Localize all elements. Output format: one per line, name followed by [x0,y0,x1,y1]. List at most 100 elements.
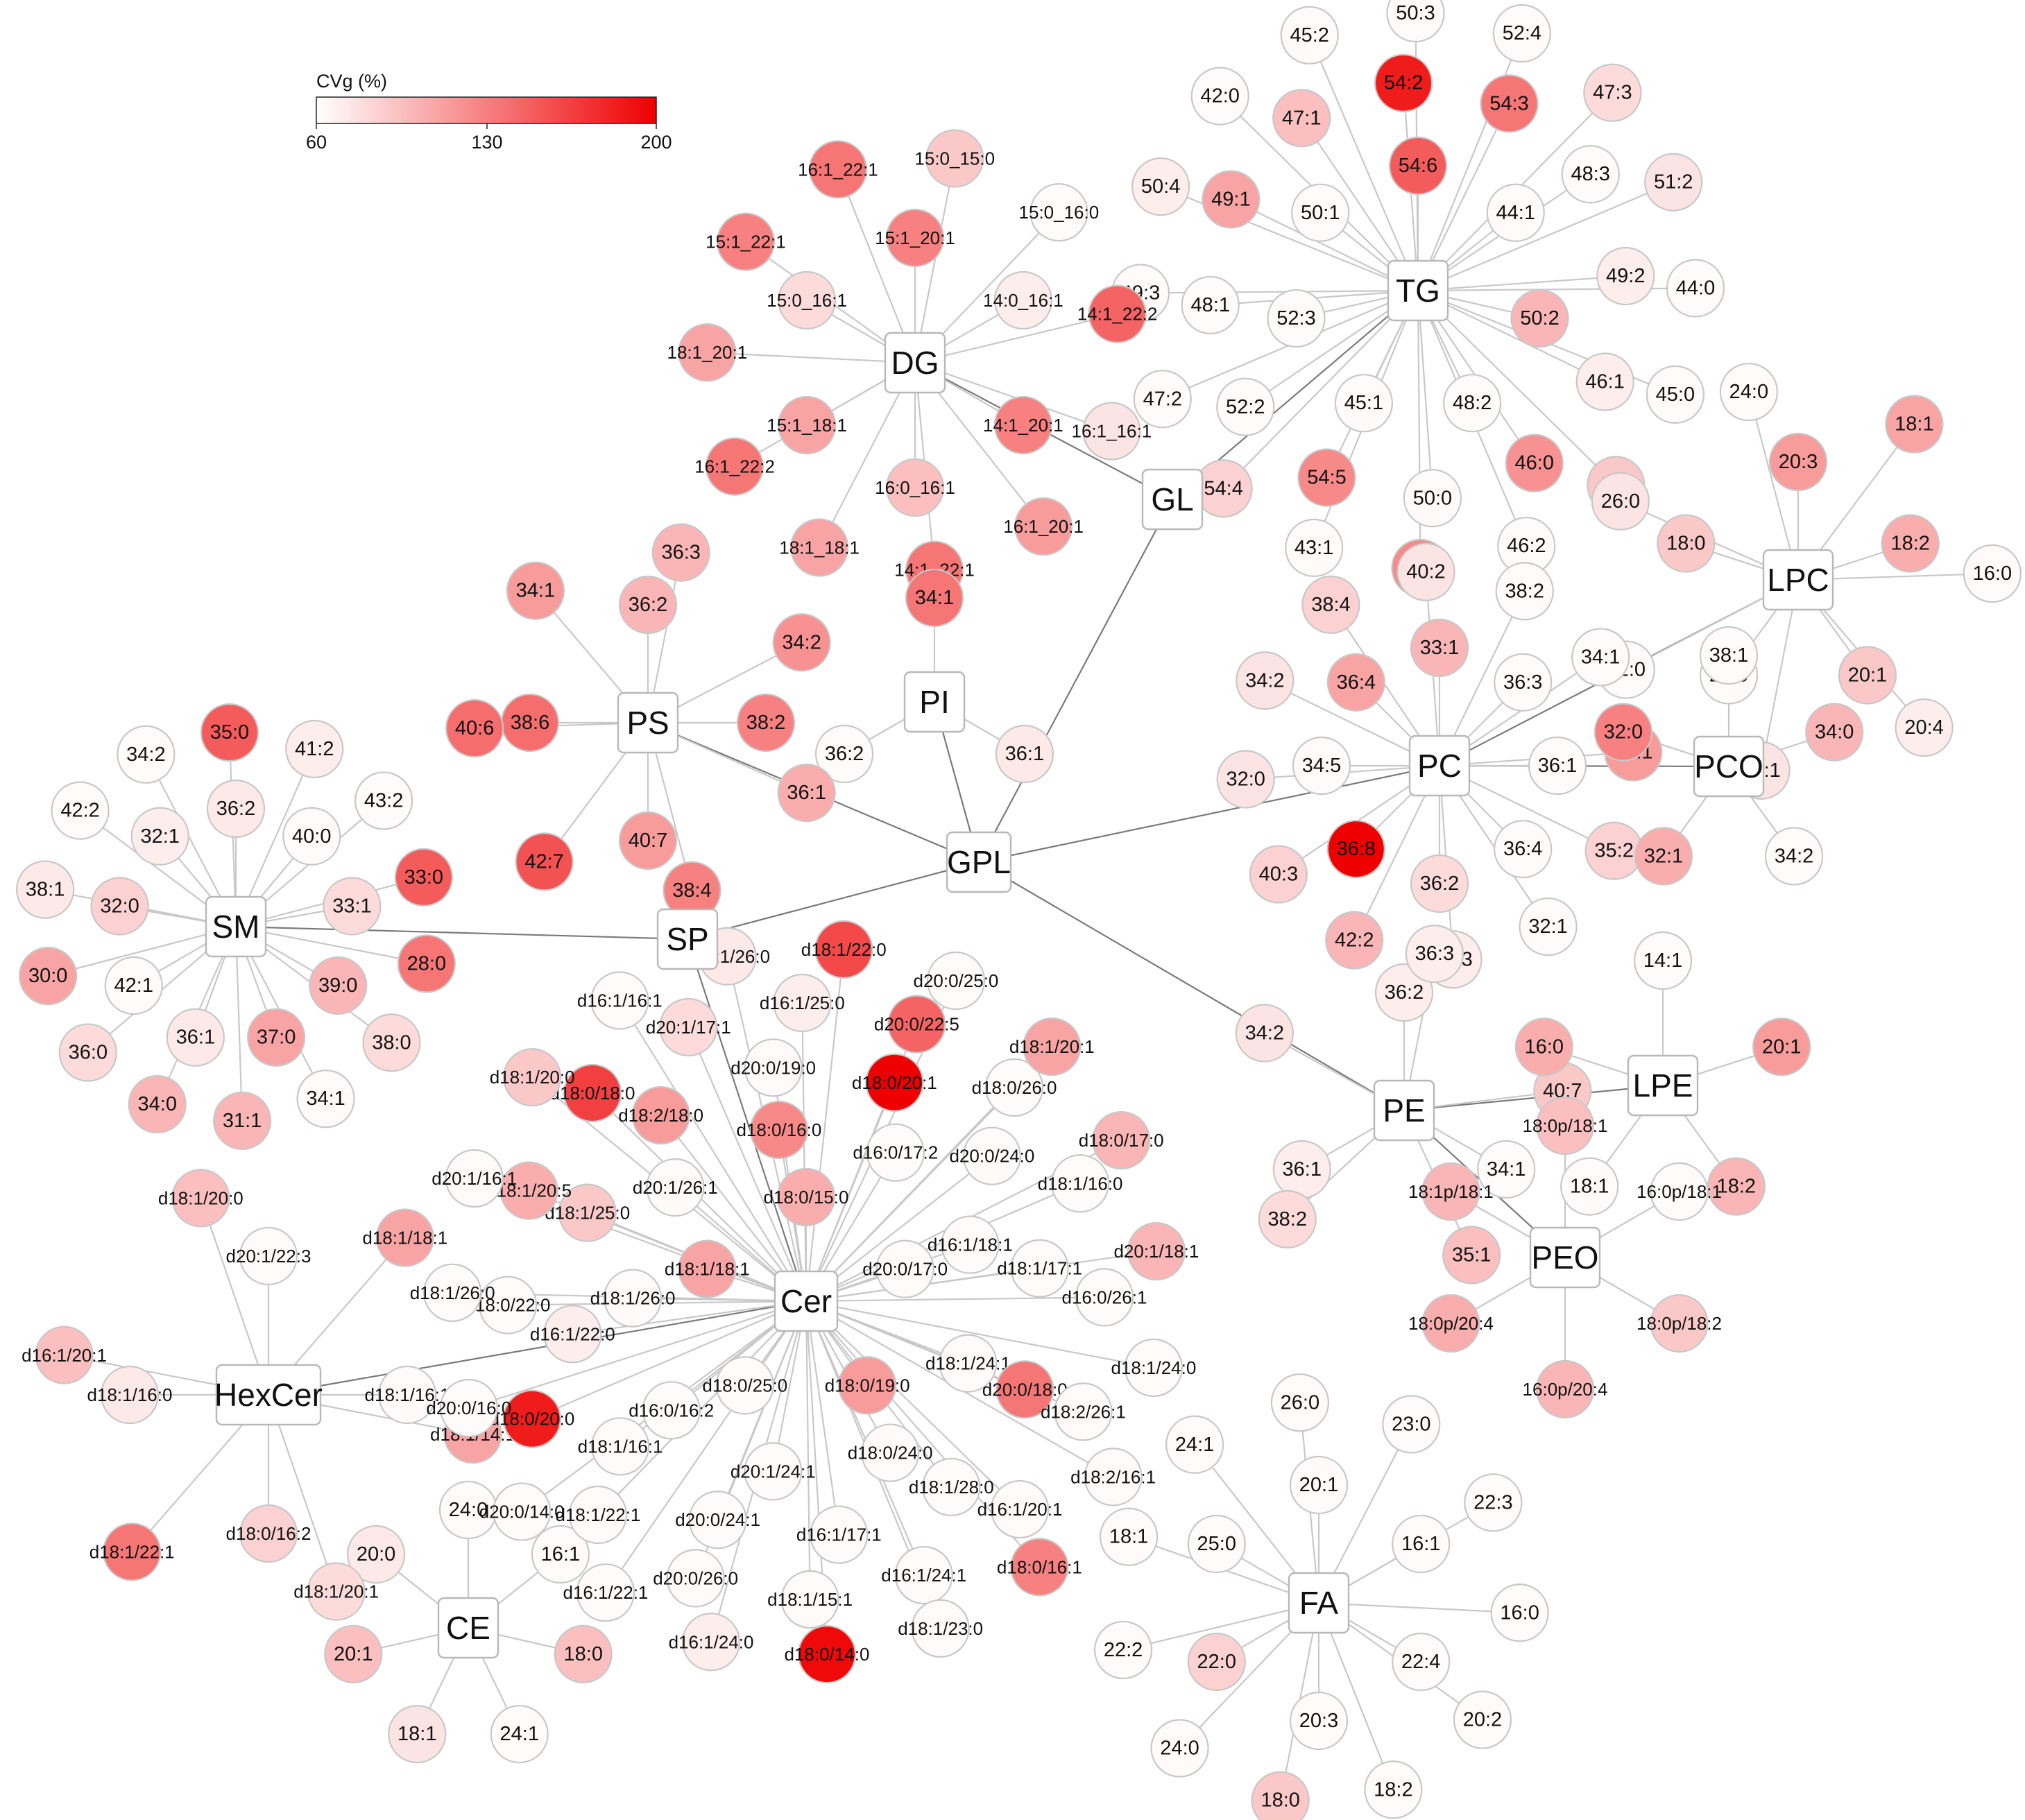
node-cer-d16-1-16-1[interactable]: d16:1/16:1 [577,971,663,1030]
node-pco-34-2[interactable]: 34:2 [1764,827,1824,886]
node-pc-36-3[interactable]: 36:3 [1494,653,1553,712]
node-sm-41-2[interactable]: 41:2 [285,719,344,779]
node-lpc-20-1[interactable]: 20:1 [1838,646,1897,705]
node-cer-d18-1-24-0[interactable]: d18:1/24:0 [1111,1338,1196,1398]
node-ps-36-1[interactable]: 36:1 [777,764,836,823]
node-pc-36-4[interactable]: 36:4 [1326,653,1385,712]
node-tg-54-3[interactable]: 54:3 [1480,74,1539,133]
node-cer-d16-1-24-0[interactable]: d16:1/24:0 [669,1613,754,1672]
node-ps-36-3[interactable]: 36:3 [651,523,710,582]
node-tg-44-1[interactable]: 44:1 [1486,183,1545,242]
node-ce-24-0[interactable]: 24:0 [438,1480,498,1540]
node-cer-d18-0-20-0[interactable]: d18:0/20:0 [489,1389,574,1448]
hub-hexcer[interactable]: HexCer [214,1364,323,1426]
node-pe-38-2[interactable]: 38:2 [1258,1190,1317,1248]
node-cer-d18-1-26-0[interactable]: d18:1/26:0 [410,1263,495,1322]
node-cer-d18-0-14-0[interactable]: d18:0/14:0 [785,1625,870,1684]
node-dg-15-0-16-0[interactable]: 15:0_16:0 [1019,183,1100,242]
node-dg-15-1-20-1[interactable]: 15:1_20:1 [875,208,955,268]
node-cer-d18-1-20-1[interactable]: d18:1/20:1 [1009,1018,1095,1076]
node-ce-18-1[interactable]: 18:1 [388,1705,447,1764]
node-cer-d20-1-18-1[interactable]: d20:1/18:1 [1113,1221,1199,1281]
node-pc-36-1[interactable]: 36:1 [1528,736,1587,796]
node-fa-23-0[interactable]: 23:0 [1382,1395,1441,1454]
node-tg-45-1[interactable]: 45:1 [1334,374,1394,433]
node-sm-42-2[interactable]: 42:2 [51,781,110,840]
hub-peo[interactable]: PEO [1529,1226,1601,1289]
node-tg-46-1[interactable]: 46:1 [1575,352,1634,411]
node-sm-38-0[interactable]: 38:0 [362,1013,421,1072]
node-dg-16-1-22-2[interactable]: 16:1_22:2 [694,437,775,496]
node-cer-d18-2-16-1[interactable]: d18:2/16:1 [1070,1448,1156,1506]
node-ps-42-7[interactable]: 42:7 [515,832,574,891]
node-pe-35-1[interactable]: 35:1 [1442,1226,1501,1285]
node-pi-36-2[interactable]: 36:2 [814,724,874,784]
node-dg-16-1-22-1[interactable]: 16:1_22:1 [798,140,878,199]
node-pc-40-3[interactable]: 40:3 [1249,845,1308,904]
node-hexcer-d16-1-20-1[interactable]: d16:1/20:1 [22,1325,107,1384]
node-sm-35-0[interactable]: 35:0 [200,703,259,762]
node-fa-18-1[interactable]: 18:1 [1100,1507,1159,1566]
node-tg-50-1[interactable]: 50:1 [1291,183,1350,242]
node-ps-40-6[interactable]: 40:6 [445,699,504,758]
node-sm-40-0[interactable]: 40:0 [282,807,341,866]
node-cer-d18-0-25-0[interactable]: d18:0/25:0 [702,1356,787,1415]
node-lpe-18-2[interactable]: 18:2 [1707,1157,1766,1216]
node-tg-54-2[interactable]: 54:2 [1374,53,1433,112]
node-sm-31-1[interactable]: 31:1 [212,1091,272,1150]
node-tg-52-4[interactable]: 52:4 [1492,4,1551,63]
node-tg-45-2[interactable]: 45:2 [1280,6,1339,65]
node-pe-34-1[interactable]: 34:1 [1477,1140,1536,1199]
node-pc-33-1[interactable]: 33:1 [1410,618,1469,678]
node-lpc-18-1[interactable]: 18:1 [1885,395,1944,454]
hub-ps[interactable]: PS [617,692,679,754]
node-dg-15-0-15-0[interactable]: 15:0_15:0 [914,129,995,188]
node-cer-d18-0-16-1[interactable]: d18:0/16:1 [997,1538,1082,1597]
node-cer-d18-1-15-1[interactable]: d18:1/15:1 [767,1570,853,1629]
node-dg-15-1-22-1[interactable]: 15:1_22:1 [706,212,786,271]
node-tg-43-1[interactable]: 43:1 [1285,518,1344,577]
node-cer-d18-1-23-0[interactable]: d18:1/23:0 [898,1599,983,1658]
node-pc-35-2[interactable]: 35:2 [1584,821,1643,880]
node-pco-32-0[interactable]: 32:0 [1593,703,1652,762]
node-lpe-20-1[interactable]: 20:1 [1752,1018,1811,1076]
node-ce-20-0[interactable]: 20:0 [346,1525,406,1584]
node-ps-40-7[interactable]: 40:7 [618,811,678,870]
node-cer-d16-1-22-1[interactable]: d16:1/22:1 [563,1563,648,1622]
hub-gl[interactable]: GL [1141,468,1204,531]
node-pc-36-2[interactable]: 36:2 [1410,854,1469,913]
node-ps-38-6[interactable]: 38:6 [500,693,560,753]
node-cer-d20-0-19-0[interactable]: d20:0/19:0 [730,1038,816,1097]
node-fa-22-3[interactable]: 22:3 [1464,1473,1523,1532]
node-pc-38-4[interactable]: 38:4 [1301,575,1360,634]
node-cer-d18-1-28-0[interactable]: d18:1/28:0 [909,1457,994,1517]
node-cer-d20-0-17-0[interactable]: d20:0/17:0 [862,1239,948,1298]
node-cer-d18-1-20-0[interactable]: d18:1/20:0 [490,1048,575,1107]
node-sm-34-2[interactable]: 34:2 [117,725,176,784]
node-cer-d20-0-16-0[interactable]: d20:0/16:0 [426,1378,511,1438]
node-tg-48-1[interactable]: 48:1 [1181,275,1240,335]
node-fa-20-2[interactable]: 20:2 [1453,1690,1512,1749]
node-sm-34-1[interactable]: 34:1 [296,1070,355,1128]
node-peo-18-0p-18-1[interactable]: 18:0p/18:1 [1523,1096,1608,1156]
node-lpc-18-2[interactable]: 18:2 [1881,514,1940,573]
node-cer-d20-0-25-0[interactable]: d20:0/25:0 [914,951,999,1011]
node-tg-46-0[interactable]: 46:0 [1505,433,1564,492]
node-hexcer-d18-1-20-1[interactable]: d18:1/20:1 [293,1562,379,1621]
node-sm-36-0[interactable]: 36:0 [58,1023,117,1082]
hub-ce[interactable]: CE [437,1597,499,1659]
node-cer-d18-1-17-1[interactable]: d18:1/17:1 [997,1239,1082,1298]
node-dg-16-1-16-1[interactable]: 16:1_16:1 [1072,402,1152,461]
node-tg-47-3[interactable]: 47:3 [1583,63,1642,122]
node-cer-d16-1-24-1[interactable]: d16:1/24:1 [881,1545,966,1605]
node-lpc-20-3[interactable]: 20:3 [1768,432,1828,492]
node-cer-d16-0-17-2[interactable]: d16:0/17:2 [853,1123,938,1182]
node-dg-14-1-22-2[interactable]: 14:1_22:2 [1077,284,1158,343]
node-cer-d18-1-26-0[interactable]: d18:1/26:0 [590,1269,676,1328]
node-ps-38-4[interactable]: 38:4 [663,861,721,920]
node-hexcer-d18-1-16-0[interactable]: d18:1/16:0 [87,1365,173,1425]
node-pc-34-2[interactable]: 34:2 [1236,651,1295,710]
node-pi-36-1[interactable]: 36:1 [995,724,1054,784]
node-sm-39-0[interactable]: 39:0 [309,956,368,1015]
node-cer-d20-1-16-1[interactable]: d20:1/16:1 [432,1149,517,1208]
